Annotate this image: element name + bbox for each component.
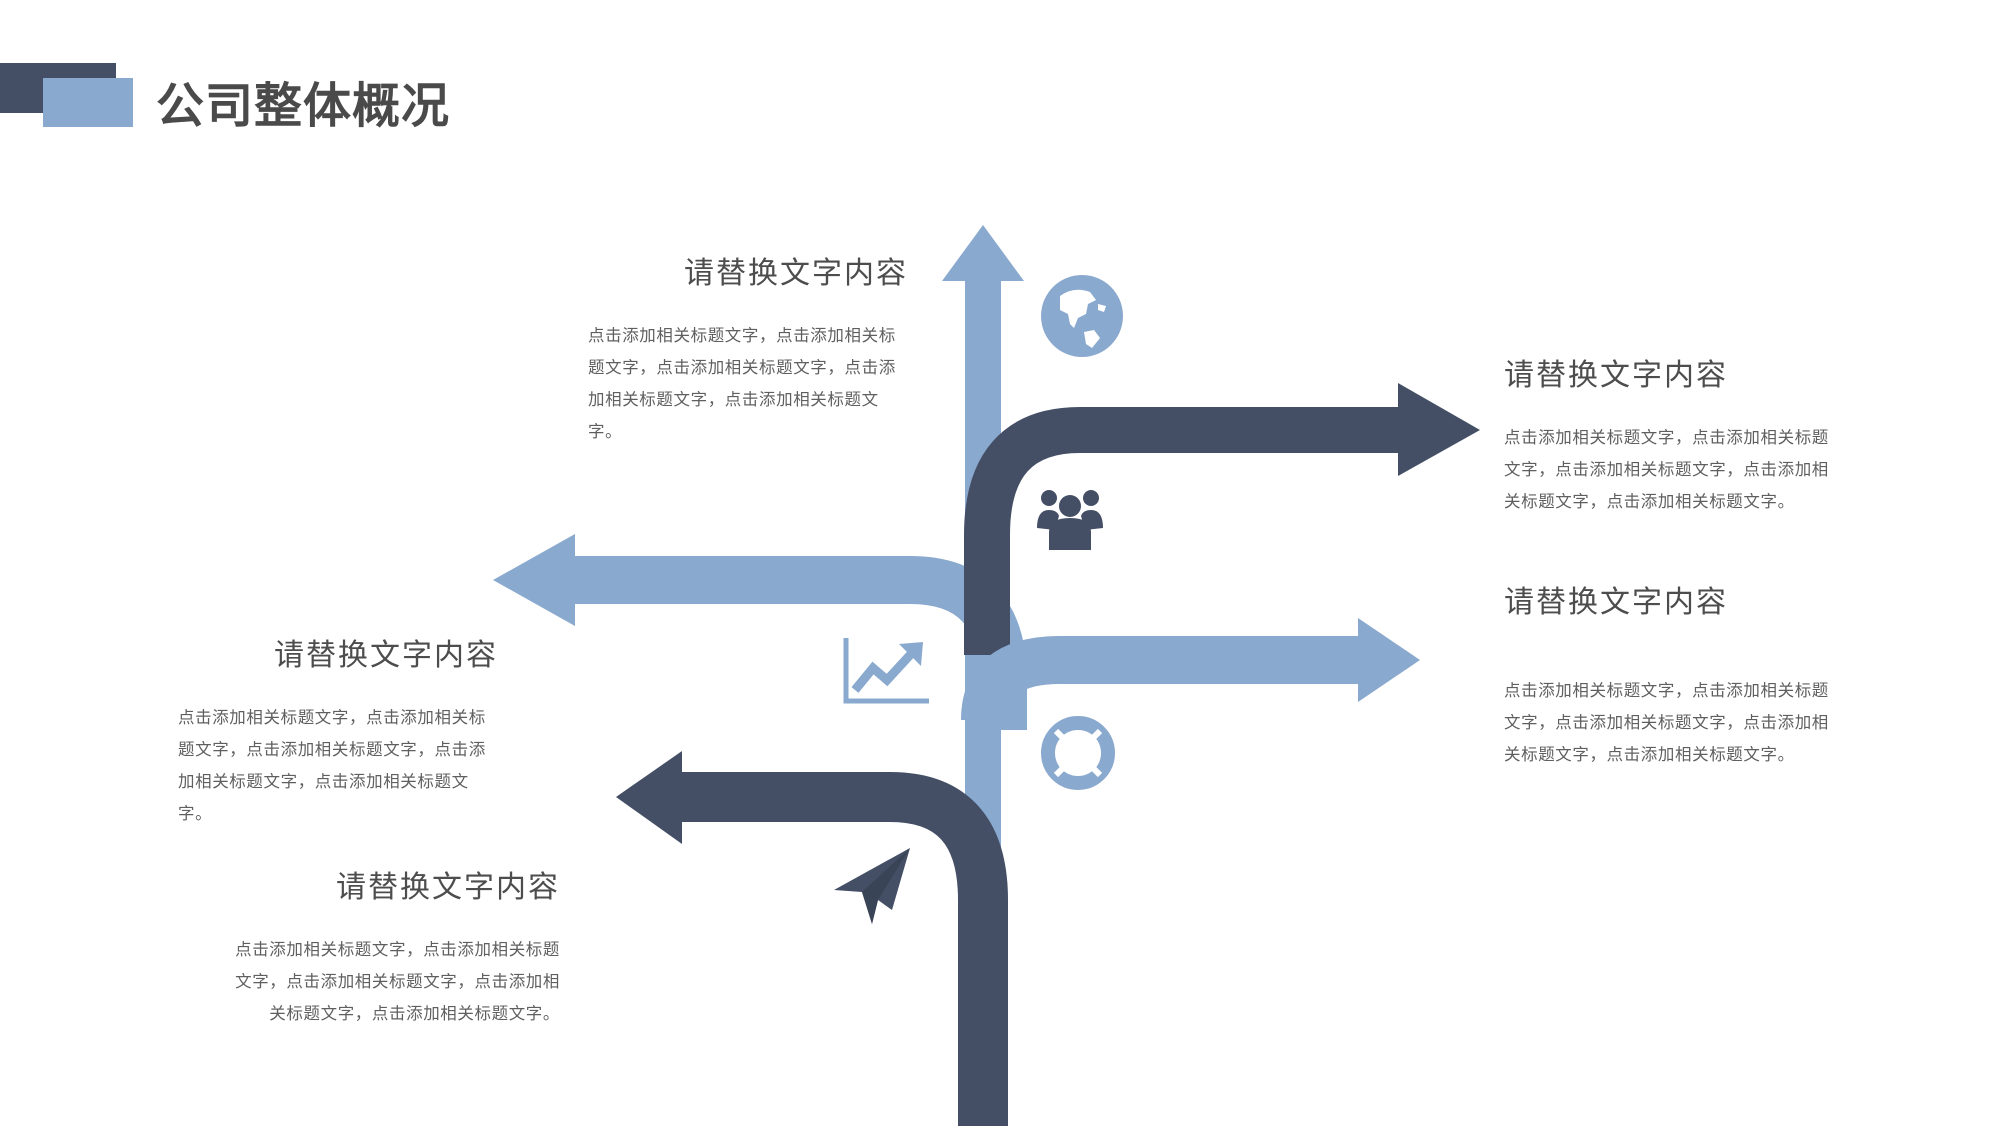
text-block-bottom-left: 请替换文字内容 点击添加相关标题文字，点击添加相关标题文字，点击添加相关标题文字… — [220, 866, 560, 1030]
arrow-right-dark — [964, 383, 1480, 655]
block-heading: 请替换文字内容 — [274, 638, 498, 673]
block-heading: 请替换文字内容 — [1504, 358, 1728, 393]
text-block-mid-left: 请替换文字内容 点击添加相关标题文字，点击添加相关标题文字，点击添加相关标题文字… — [178, 634, 498, 830]
arrow-left-down-dark — [616, 751, 1008, 1126]
users-icon — [1037, 490, 1103, 550]
block-heading: 请替换文字内容 — [684, 256, 908, 291]
block-body: 点击添加相关标题文字，点击添加相关标题文字，点击添加相关标题文字，点击添加相关标… — [588, 326, 896, 441]
line-chart-icon — [843, 638, 929, 704]
block-body: 点击添加相关标题文字，点击添加相关标题文字，点击添加相关标题文字，点击添加相关标… — [1504, 681, 1829, 764]
block-body: 点击添加相关标题文字，点击添加相关标题文字，点击添加相关标题文字，点击添加相关标… — [1504, 428, 1829, 511]
text-block-mid-right: 请替换文字内容 点击添加相关标题文字，点击添加相关标题文字，点击添加相关标题文字… — [1504, 581, 1844, 771]
lifebuoy-icon — [1041, 716, 1115, 790]
text-block-top-right: 请替换文字内容 点击添加相关标题文字，点击添加相关标题文字，点击添加相关标题文字… — [1504, 354, 1844, 518]
page-title: 公司整体概况 — [156, 78, 451, 134]
text-block-top-left: 请替换文字内容 点击添加相关标题文字，点击添加相关标题文字，点击添加相关标题文字… — [588, 252, 908, 448]
globe-icon — [1041, 275, 1123, 357]
block-heading: 请替换文字内容 — [336, 870, 560, 905]
block-body: 点击添加相关标题文字，点击添加相关标题文字，点击添加相关标题文字，点击添加相关标… — [235, 940, 560, 1023]
arrow-right-light — [961, 618, 1420, 722]
block-body: 点击添加相关标题文字，点击添加相关标题文字，点击添加相关标题文字，点击添加相关标… — [178, 708, 486, 823]
block-heading: 请替换文字内容 — [1504, 585, 1728, 620]
title-decoration-light — [43, 78, 133, 127]
paper-plane-icon — [834, 848, 910, 924]
